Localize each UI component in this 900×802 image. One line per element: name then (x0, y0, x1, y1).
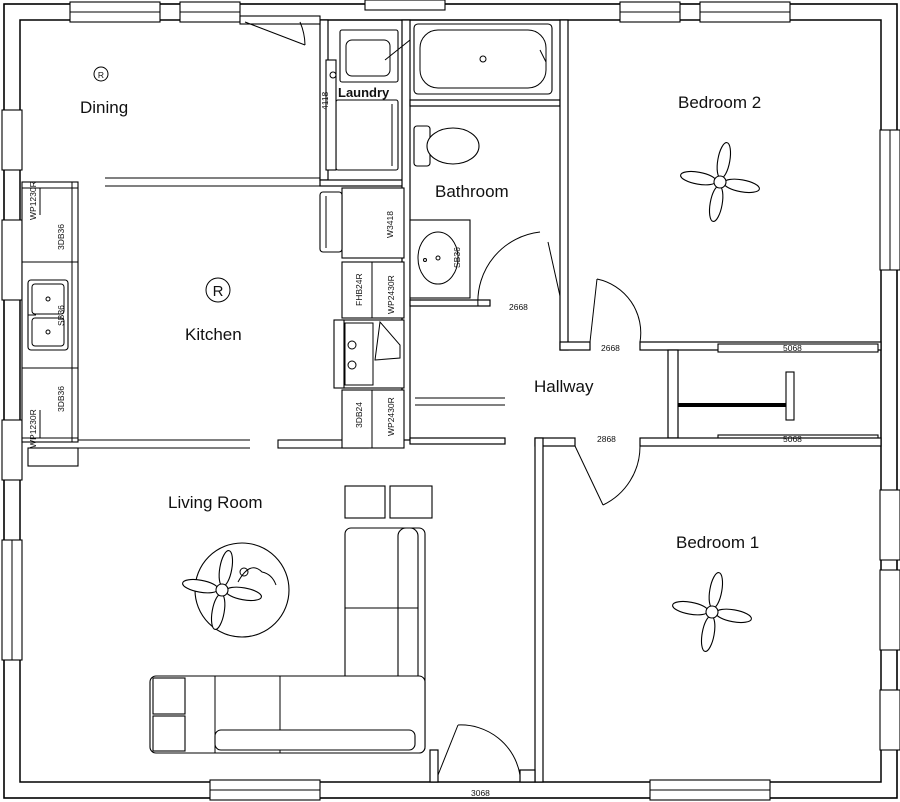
dim-bed2-door: 2668 (601, 343, 620, 353)
room-label-bathroom: Bathroom (435, 182, 509, 201)
cab-wp2430r-bottom: WP2430R (386, 397, 396, 436)
fan-bedroom-2 (680, 142, 760, 222)
room-label-hallway: Hallway (534, 377, 594, 396)
room-label-kitchen: Kitchen (185, 325, 242, 344)
cab-wp1230r-bottom: WP1230R (28, 409, 38, 448)
dim-bed1-door: 2868 (597, 434, 616, 444)
cab-3db36-bottom: 3DB36 (56, 386, 66, 412)
cab-fhb24r: FHB24R (354, 273, 364, 306)
dim-bath-door: 2668 (509, 302, 528, 312)
doors (244, 21, 642, 776)
dim-closet-bottom: 5068 (783, 434, 802, 444)
room-label-bedroom-2: Bedroom 2 (678, 93, 761, 112)
laundry-appliances (325, 29, 411, 171)
fan-bedroom-1 (672, 572, 752, 652)
cab-sb36-sink: SB36 (56, 305, 66, 326)
dim-entry-door: 3068 (471, 788, 490, 798)
room-label-dining: Dining (80, 98, 128, 117)
dim-closet-top: 5068 (783, 343, 802, 353)
cab-wp2430r-top: WP2430R (386, 275, 396, 314)
laundry-code: 4118 (320, 91, 330, 110)
range-markers: R R (93, 66, 231, 303)
bath-fixtures (409, 23, 553, 299)
cab-3db24: 3DB24 (354, 402, 364, 428)
room-label-bedroom-1: Bedroom 1 (676, 533, 759, 552)
interior-walls (75, 0, 882, 783)
dining-r-mark: R (98, 70, 104, 80)
cab-3db36-top: 3DB36 (56, 224, 66, 250)
left-cabinets (21, 181, 79, 467)
cab-wp1230r-top: WP1230R (28, 181, 38, 220)
ceiling-fans (182, 142, 760, 652)
kitchen-r-mark: R (213, 283, 224, 300)
room-label-laundry: Laundry (338, 85, 390, 100)
fan-living-room (182, 550, 262, 630)
sectional-sofa (149, 485, 433, 754)
cab-sb36-bath: SB36 (452, 247, 462, 268)
right-cabinets (319, 187, 405, 449)
cab-w3418: W3418 (385, 211, 395, 238)
room-label-living-room: Living Room (168, 493, 263, 512)
